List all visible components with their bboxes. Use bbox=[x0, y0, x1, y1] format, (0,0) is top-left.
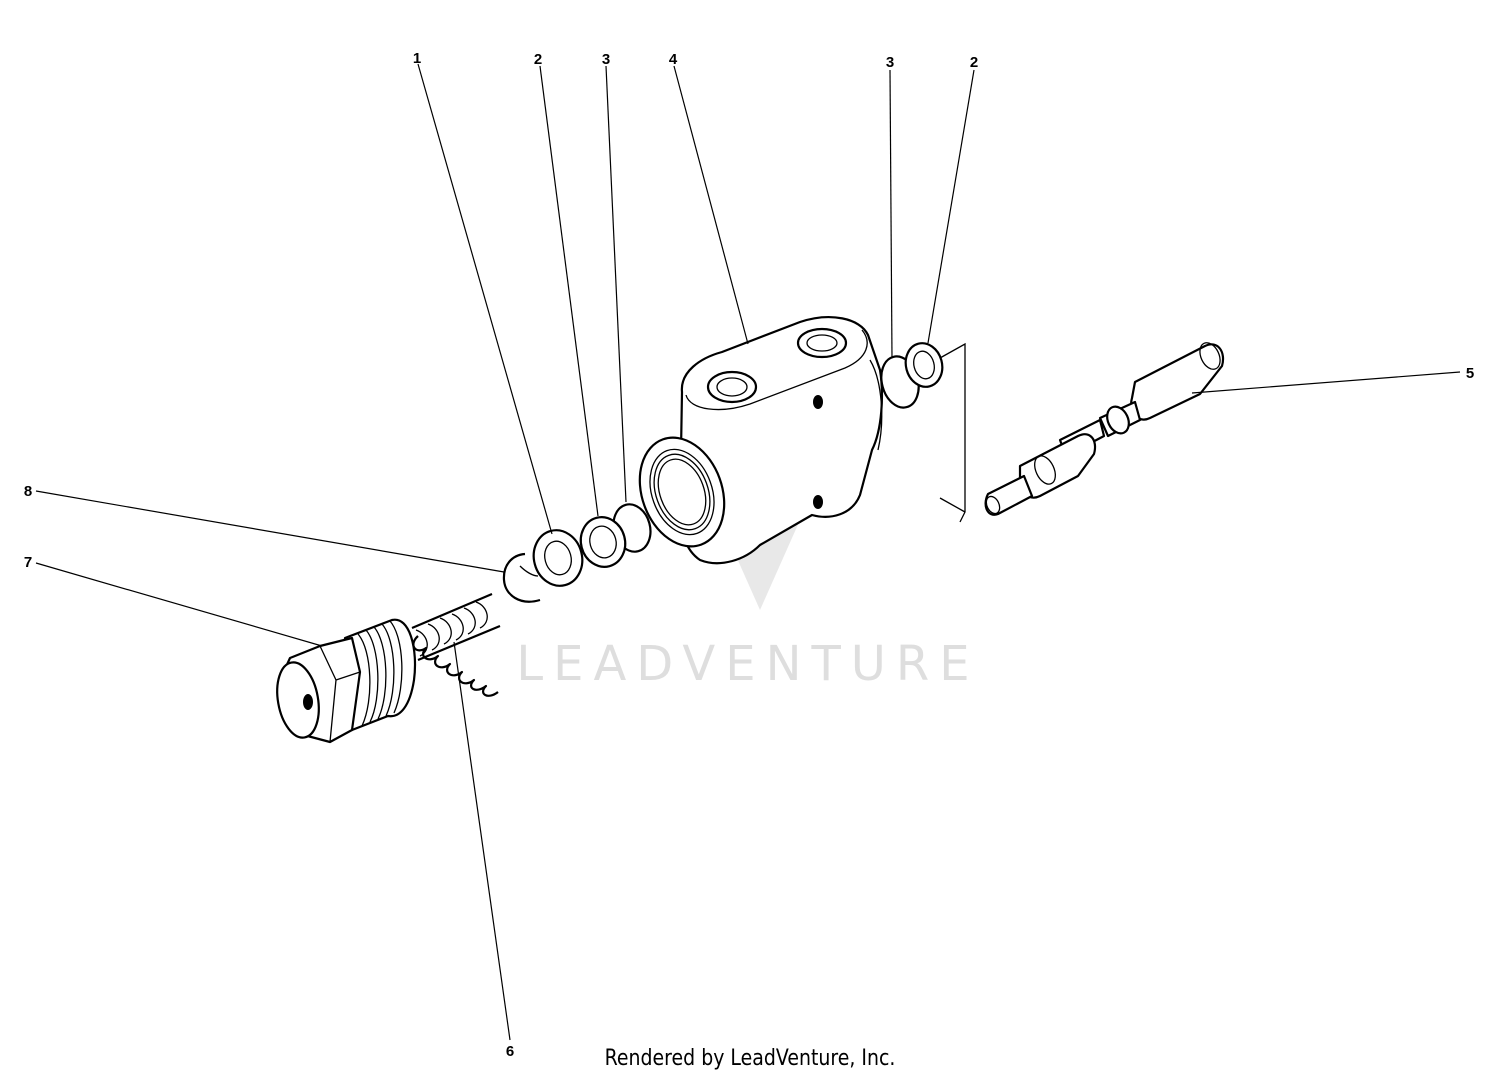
callout-1: 1 bbox=[413, 50, 421, 67]
callout-7: 7 bbox=[24, 554, 32, 571]
callout-2-right: 2 bbox=[970, 54, 978, 71]
callout-3-left: 3 bbox=[602, 51, 610, 68]
watermark-text: LEADVENTURE bbox=[516, 636, 979, 692]
washer bbox=[532, 529, 584, 587]
leader-2-left bbox=[539, 65, 599, 517]
callout-labels: 1 2 3 4 3 2 5 8 7 6 bbox=[24, 50, 1474, 1060]
rendered-by-credit: Rendered by LeadVenture, Inc. bbox=[604, 1046, 896, 1071]
leader-2-right bbox=[927, 69, 975, 344]
backup-ring-left bbox=[579, 516, 627, 568]
hex-plug bbox=[276, 618, 417, 744]
leader-4 bbox=[673, 65, 749, 345]
leader-7 bbox=[35, 562, 323, 647]
callout-4: 4 bbox=[669, 51, 678, 68]
callout-3-right: 3 bbox=[886, 54, 894, 71]
valve-body bbox=[638, 316, 884, 565]
spring bbox=[411, 592, 501, 697]
callout-5: 5 bbox=[1466, 365, 1474, 382]
callout-6: 6 bbox=[506, 1043, 514, 1060]
leader-6 bbox=[453, 641, 511, 1041]
backup-ring-right bbox=[904, 342, 944, 388]
retaining-ring bbox=[502, 552, 541, 603]
leader-1 bbox=[417, 63, 553, 535]
leader-5 bbox=[1191, 371, 1461, 394]
assembly-bracket bbox=[939, 342, 966, 523]
callout-8: 8 bbox=[24, 483, 32, 500]
leader-8 bbox=[35, 490, 505, 573]
valve-spool bbox=[984, 342, 1225, 516]
callout-2-left: 2 bbox=[534, 51, 542, 68]
leader-3-left bbox=[605, 65, 627, 503]
leadventure-watermark: LEADVENTURE bbox=[516, 430, 979, 692]
leader-lines bbox=[35, 63, 1461, 1041]
leader-3-right bbox=[889, 69, 893, 359]
